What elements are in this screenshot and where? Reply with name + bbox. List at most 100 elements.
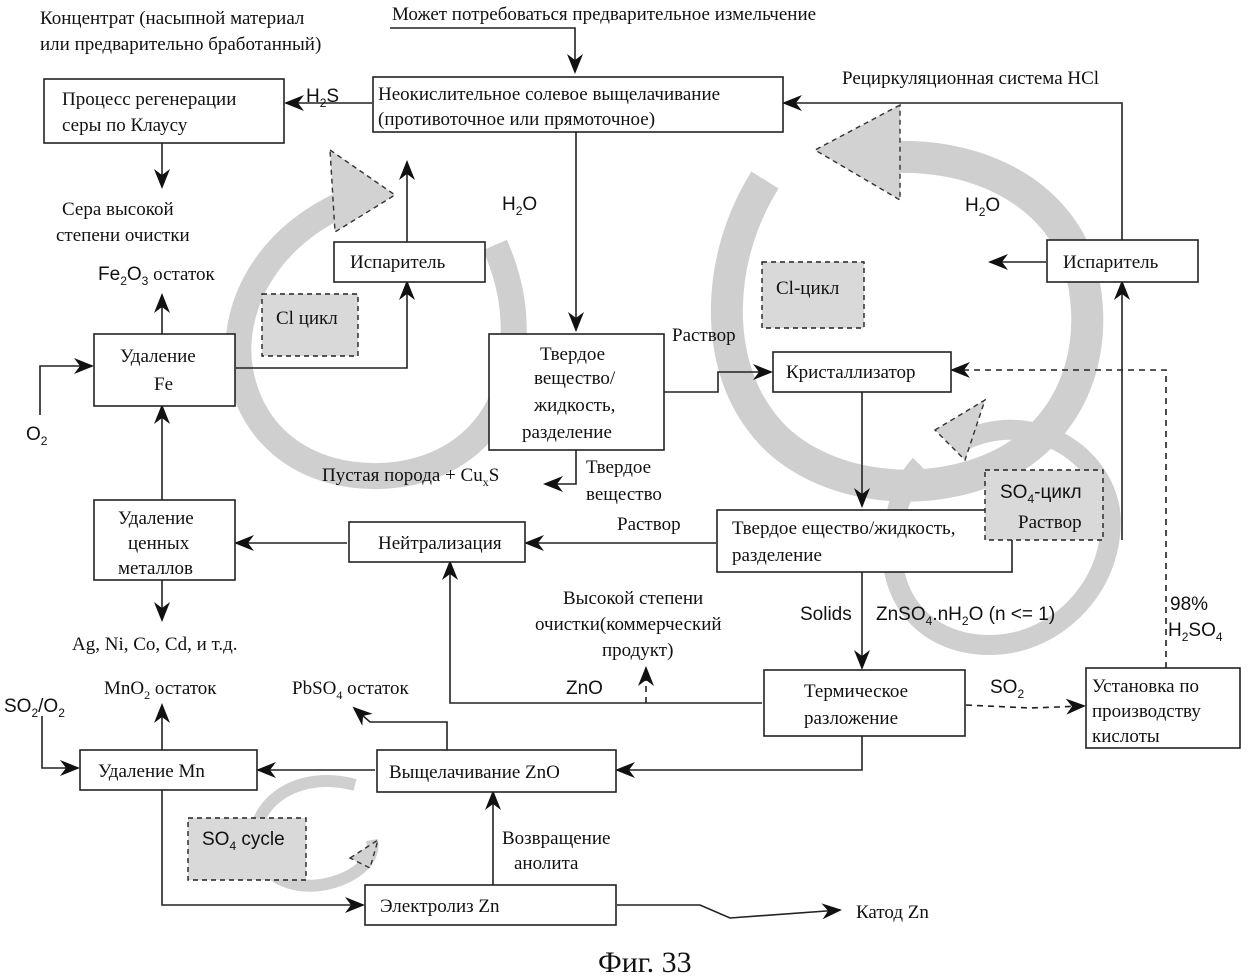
claus-label-2: серы по Клаусу: [62, 115, 188, 136]
pre-grinding-label: Может потребоваться предварительное изме…: [392, 4, 816, 25]
fe2o3-a: Fe: [98, 264, 120, 285]
cl-cycle-left-label: Cl цикл: [276, 308, 338, 329]
box-leaching: Неокислительное солевое выщелачивание (п…: [373, 77, 783, 132]
znso4-b: .nH: [932, 604, 962, 625]
box-mn-removal: Удаление Mn: [80, 750, 257, 790]
high-purity-label-3: продукт): [602, 640, 673, 661]
h2so4-b: SO: [1188, 620, 1215, 641]
svg-text:H2O: H2O: [502, 194, 537, 218]
znso4-a: ZnSO: [876, 604, 926, 625]
gangue-b: S: [489, 465, 500, 486]
valuable-label-2: ценных: [128, 533, 190, 554]
thermal-label-2: разложение: [804, 708, 898, 729]
svg-text:O2: O2: [26, 424, 48, 448]
box-fe-removal: Удаление Fe: [94, 334, 235, 406]
so4-right-solution: Раствор: [1018, 512, 1082, 533]
valuable-label-3: металлов: [118, 558, 193, 579]
h2so4-sub2: 4: [1216, 630, 1223, 644]
concentrate-label-1: Концентрат (насыпной материал: [40, 8, 305, 29]
acid-label-2: производству: [1092, 701, 1201, 722]
solid-label-1: Твердое: [586, 457, 651, 478]
concentrate-label-2: или предварительно бработанный): [40, 34, 321, 55]
evaporator-left-label: Испаритель: [350, 252, 446, 273]
box-acid-plant: Установка по производству кислоты: [1086, 668, 1240, 748]
solids-label: Solids: [800, 604, 852, 625]
gangue-a: Пустая порода + Cu: [322, 465, 483, 486]
anolyte-label-1: Возвращение: [502, 828, 610, 849]
sl-sep1-label-4: разделение: [522, 422, 612, 443]
svg-text:SO2: SO2: [990, 677, 1024, 701]
svg-text:MnO2 остаток: MnO2 остаток: [104, 678, 217, 702]
sl-sep1-label-1: Твердое: [540, 344, 605, 365]
box-zno-leach: Выщелачивание ZnO: [377, 750, 616, 792]
sl-sep2-label-1: Твердое ещество/жидкость,: [732, 518, 955, 539]
acid-label-3: кислоты: [1092, 726, 1160, 747]
box-crystallizer: Кристаллизатор: [773, 352, 951, 392]
cl-cycle-left-box: Cl цикл: [262, 294, 358, 356]
so2o2-a: SO: [4, 696, 31, 717]
sl-sep1-label-2: вещество/: [534, 368, 616, 389]
anolyte-label-2: анолита: [514, 853, 579, 874]
box-thermal: Термическое разложение: [764, 670, 965, 736]
svg-text:SO4 cycle: SO4 cycle: [202, 829, 285, 853]
box-sl-separation-2: Твердое ещество/жидкость, разделение: [717, 510, 1012, 572]
box-claus: Процесс регенерации серы по Клаусу: [44, 79, 284, 143]
box-valuable-metals: Удаление ценных металлов: [94, 500, 235, 580]
neutralization-label: Нейтрализация: [378, 533, 502, 554]
svg-text:H2SO4: H2SO4: [1168, 620, 1223, 644]
valuable-label-1: Удаление: [118, 508, 194, 529]
svg-text:Fe2O3 остаток: Fe2O3 остаток: [98, 264, 216, 288]
cl-cycle-right-label: Cl-цикл: [776, 278, 840, 299]
fe-removal-label-1: Удаление: [120, 346, 196, 367]
h2s-a: H: [306, 86, 320, 107]
h2so4-a: H: [1168, 620, 1182, 641]
h2o-right-b: O: [985, 195, 1000, 216]
mno2-b: остаток: [150, 678, 217, 699]
acid-label-1: Установка по: [1092, 676, 1199, 697]
mn-removal-label: Удаление Mn: [98, 761, 205, 782]
o2-sub: 2: [41, 434, 48, 448]
leaching-label-1: Неокислительное солевое выщелачивание: [378, 84, 720, 105]
svg-text:ZnSO4.nH2O (n <= 1): ZnSO4.nH2O (n <= 1): [876, 604, 1055, 628]
sulfur-label-1: Сера высокой: [62, 199, 174, 220]
high-purity-label-1: Высокой степени: [563, 588, 703, 609]
figure-caption: Фиг. 33: [598, 946, 692, 979]
solution-label-2: Раствор: [617, 514, 681, 535]
znso4-c: O (n <= 1): [969, 604, 1056, 625]
svg-text:PbSO4 остаток: PbSO4 остаток: [292, 678, 410, 702]
box-sl-separation-1: Твердое вещество/ жидкость, разделение: [489, 334, 664, 450]
so4-right-a: SO: [1000, 482, 1027, 503]
electrolysis-label: Электролиз Zn: [380, 896, 500, 917]
zno-leach-label: Выщелачивание ZnO: [389, 762, 560, 783]
pbso4-a: PbSO: [292, 678, 336, 699]
solid-label-2: вещество: [586, 484, 662, 505]
svg-text:H2S: H2S: [306, 86, 339, 110]
box-evaporator-left: Испаритель: [334, 242, 485, 282]
cathode-label: Катод Zn: [856, 902, 929, 923]
box-electrolysis: Электролиз Zn: [365, 885, 616, 925]
svg-text:SO2/O2: SO2/O2: [4, 696, 65, 720]
sl-sep1-label-3: жидкость,: [533, 395, 615, 416]
solution-label-1: Раствор: [672, 325, 736, 346]
o2-a: O: [26, 424, 41, 445]
crystallizer-label: Кристаллизатор: [786, 362, 916, 383]
mno2-a: MnO: [104, 678, 144, 699]
cl-cycle-right-box: Cl-цикл: [762, 262, 864, 328]
so4-left-b: cycle: [236, 829, 285, 850]
high-purity-label-2: очистки(коммерческий: [535, 614, 722, 635]
claus-label-1: Процесс регенерации: [62, 89, 236, 110]
so4-right-rest: -цикл: [1034, 482, 1081, 503]
fe2o3-c: остаток: [148, 264, 215, 285]
sl-sep2-label-2: разделение: [732, 545, 822, 566]
fe2o3-b: O: [127, 264, 142, 285]
fe-removal-label-2: Fe: [154, 374, 173, 395]
so2o2-sub2: 2: [58, 706, 65, 720]
h2o-left-b: O: [522, 194, 537, 215]
thermal-label-1: Термическое: [804, 681, 908, 702]
svg-text:Пустая порода + CuxS: Пустая порода + CuxS: [322, 465, 499, 489]
so2o2-b: /O: [38, 696, 58, 717]
h2o-left-a: H: [502, 194, 516, 215]
h2s-b: S: [326, 86, 339, 107]
leaching-label-2: (противоточное или прямоточное): [378, 109, 655, 130]
